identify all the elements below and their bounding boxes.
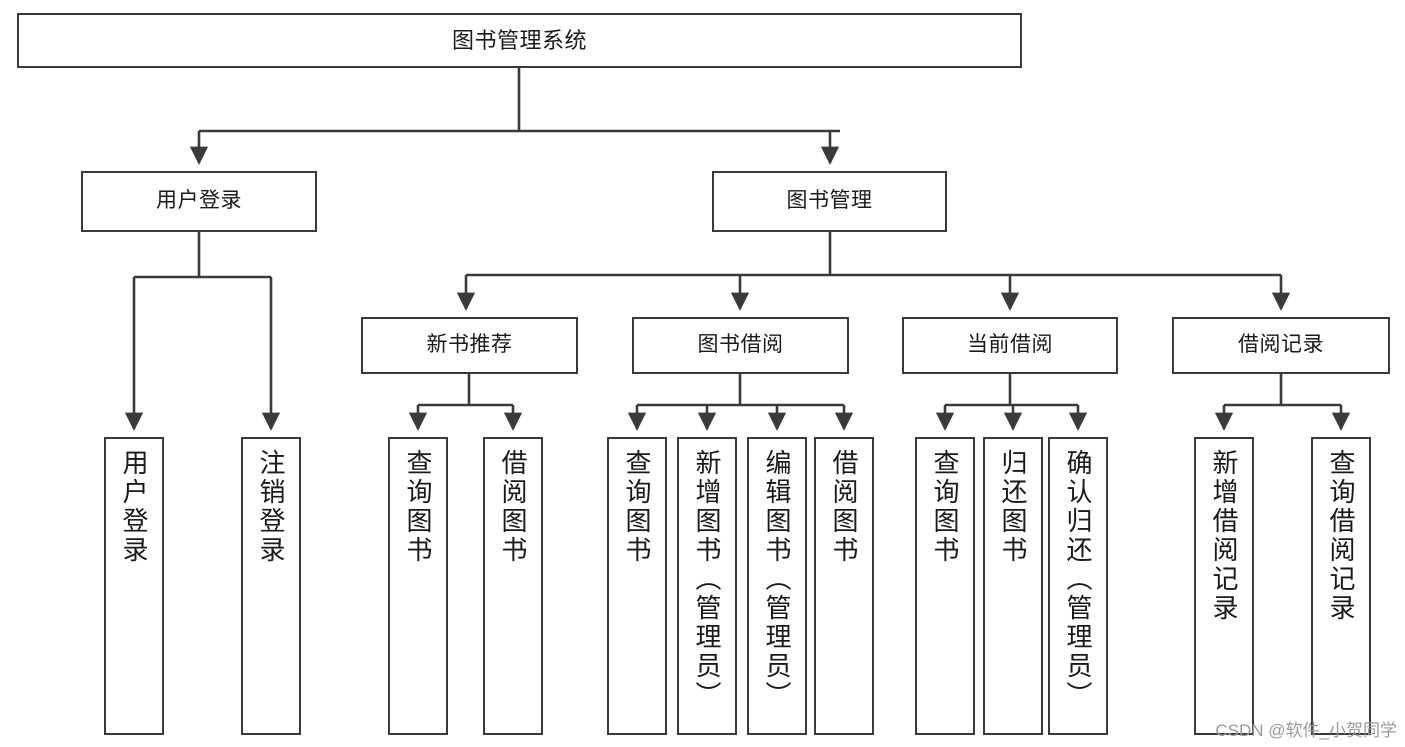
node-leaf-query-book-2[interactable]: 查询图书 — [607, 437, 667, 735]
watermark: CSDN @软件_小贺同学 — [1215, 721, 1397, 740]
node-leaf-query-record[interactable]: 查询借阅记录 — [1311, 437, 1371, 735]
node-user-login[interactable]: 用户登录 — [81, 171, 317, 232]
node-leaf-add-record-label: 新增借阅记录 — [1209, 449, 1239, 623]
node-borrow-record[interactable]: 借阅记录 — [1172, 317, 1390, 374]
node-leaf-borrow-book-2[interactable]: 借阅图书 — [814, 437, 874, 735]
node-book-manage-label: 图书管理 — [786, 189, 873, 213]
node-leaf-borrow-book-2-label: 借阅图书 — [829, 449, 859, 565]
node-leaf-user-login-label: 用户登录 — [119, 449, 149, 565]
node-root-label: 图书管理系统 — [451, 27, 587, 53]
node-leaf-logout[interactable]: 注销登录 — [241, 437, 301, 735]
node-current-borrow-label: 当前借阅 — [967, 333, 1053, 357]
node-leaf-edit-book-label: 编辑图书（管理员） — [762, 449, 792, 710]
node-borrow-record-label: 借阅记录 — [1238, 333, 1324, 357]
node-leaf-query-record-label: 查询借阅记录 — [1326, 449, 1356, 623]
node-leaf-confirm-return[interactable]: 确认归还（管理员） — [1048, 437, 1108, 735]
node-leaf-user-login[interactable]: 用户登录 — [104, 437, 164, 735]
node-leaf-logout-label: 注销登录 — [256, 449, 286, 565]
node-leaf-add-book-label: 新增图书（管理员） — [692, 449, 722, 710]
node-leaf-query-book-1[interactable]: 查询图书 — [388, 437, 448, 735]
node-current-borrow[interactable]: 当前借阅 — [902, 317, 1118, 374]
node-root[interactable]: 图书管理系统 — [17, 13, 1022, 68]
node-leaf-confirm-return-label: 确认归还（管理员） — [1063, 449, 1093, 710]
node-book-manage[interactable]: 图书管理 — [712, 171, 947, 232]
node-leaf-add-record[interactable]: 新增借阅记录 — [1194, 437, 1254, 735]
node-user-login-label: 用户登录 — [156, 189, 242, 213]
node-leaf-return-book-label: 归还图书 — [998, 449, 1028, 565]
node-book-borrow[interactable]: 图书借阅 — [632, 317, 849, 374]
node-leaf-query-book-3-label: 查询图书 — [930, 449, 960, 565]
node-leaf-query-book-1-label: 查询图书 — [403, 449, 433, 565]
node-leaf-return-book[interactable]: 归还图书 — [983, 437, 1043, 735]
node-leaf-query-book-2-label: 查询图书 — [622, 449, 652, 565]
node-leaf-borrow-book-1[interactable]: 借阅图书 — [483, 437, 543, 735]
node-leaf-query-book-3[interactable]: 查询图书 — [915, 437, 975, 735]
node-book-borrow-label: 图书借阅 — [697, 333, 784, 357]
node-new-book-rec[interactable]: 新书推荐 — [361, 317, 578, 374]
node-new-book-rec-label: 新书推荐 — [426, 333, 513, 357]
node-leaf-edit-book[interactable]: 编辑图书（管理员） — [747, 437, 807, 735]
node-leaf-borrow-book-1-label: 借阅图书 — [498, 449, 528, 565]
node-leaf-add-book[interactable]: 新增图书（管理员） — [677, 437, 737, 735]
